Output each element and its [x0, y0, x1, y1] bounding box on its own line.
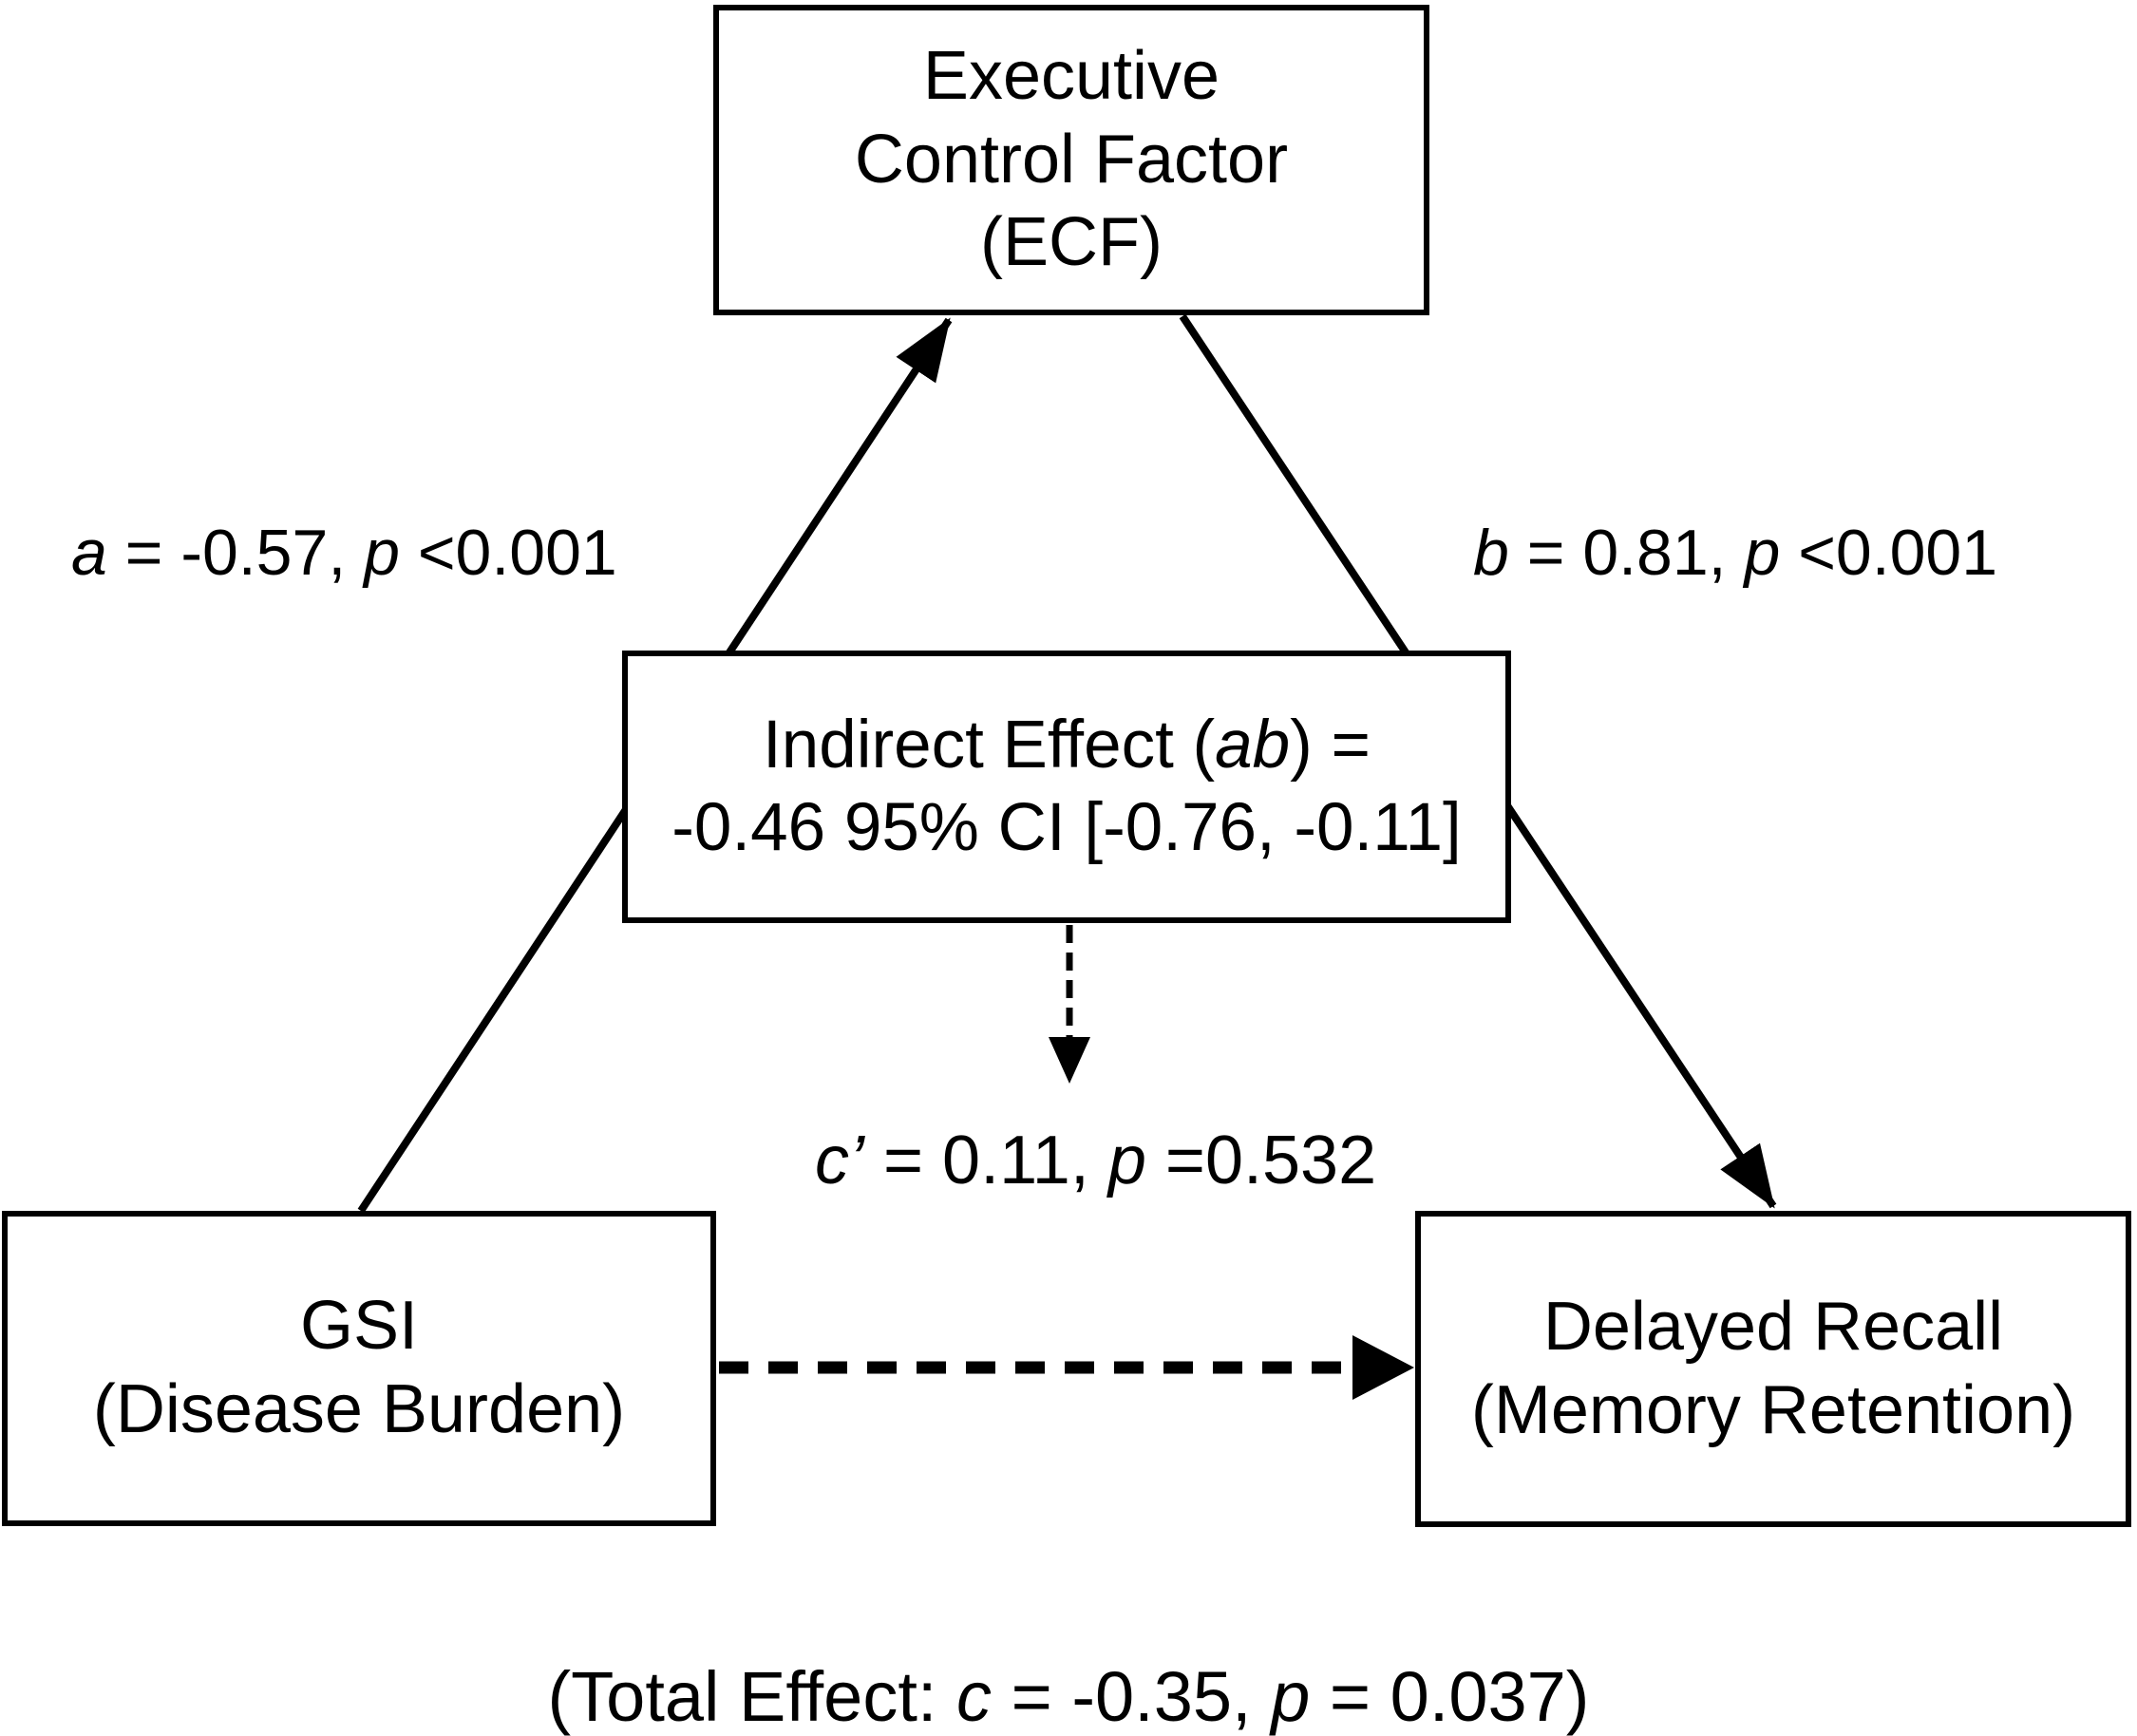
total-effect-value: = -0.35, — [992, 1657, 1272, 1736]
indirect-effect-text: ) = — [1290, 707, 1371, 783]
total-effect-caption: (Total Effect: c = -0.35, p = 0.037) — [0, 1662, 2137, 1732]
indirect-effect-box: Indirect Effect (ab) = -0.46 95% CI [-0.… — [622, 651, 1511, 923]
total-effect-p-value: = 0.037) — [1310, 1657, 1590, 1736]
p-symbol: p — [364, 517, 400, 589]
c-prime-symbol: c’ — [815, 1123, 864, 1198]
p-symbol: p — [1107, 1123, 1146, 1198]
indirect-effect-line1: Indirect Effect (ab) = — [763, 705, 1371, 787]
node-label-line: Delayed Recall — [1542, 1288, 2004, 1365]
node-label-line: (ECF) — [980, 204, 1163, 281]
indirect-effect-text: Indirect Effect ( — [763, 707, 1216, 783]
path-c-prime-coefficient-label: c’ = 0.11, p =0.532 — [815, 1126, 1376, 1195]
c-prime-value: = 0.11, — [864, 1123, 1108, 1198]
c-symbol: c — [956, 1657, 993, 1736]
b-symbol: b — [1473, 517, 1509, 589]
b-value: = 0.81, — [1508, 517, 1745, 589]
total-effect-text: (Total Effect: — [547, 1657, 957, 1736]
a-p-value: <0.001 — [399, 517, 617, 589]
node-delayed-recall: Delayed Recall (Memory Retention) — [1415, 1211, 2131, 1527]
p-symbol: p — [1744, 517, 1781, 589]
p-symbol: p — [1271, 1657, 1311, 1736]
a-symbol: a — [71, 517, 107, 589]
node-label-line: Control Factor — [854, 121, 1289, 198]
path-b-coefficient-label: b = 0.81, p <0.001 — [1473, 520, 1997, 585]
indirect-effect-line2: -0.46 95% CI [-0.76, -0.11] — [671, 789, 1462, 865]
node-executive-control-factor: Executive Control Factor (ECF) — [713, 5, 1429, 315]
c-prime-p-value: =0.532 — [1145, 1123, 1377, 1198]
node-label-line: Executive — [922, 37, 1220, 114]
b-p-value: <0.001 — [1780, 517, 1998, 589]
indirect-effect-pointer-arrowhead — [1049, 1037, 1090, 1084]
path-c-prime-arrowhead — [1352, 1335, 1414, 1400]
node-label-line: (Memory Retention) — [1470, 1371, 2076, 1448]
node-gsi: GSI (Disease Burden) — [2, 1211, 716, 1526]
a-value: = -0.57, — [106, 517, 365, 589]
indirect-effect-ab-symbol: ab — [1215, 707, 1291, 783]
node-label-line: (Disease Burden) — [92, 1371, 626, 1447]
node-label-line: GSI — [299, 1288, 419, 1365]
path-a-coefficient-label: a = -0.57, p <0.001 — [71, 520, 617, 585]
